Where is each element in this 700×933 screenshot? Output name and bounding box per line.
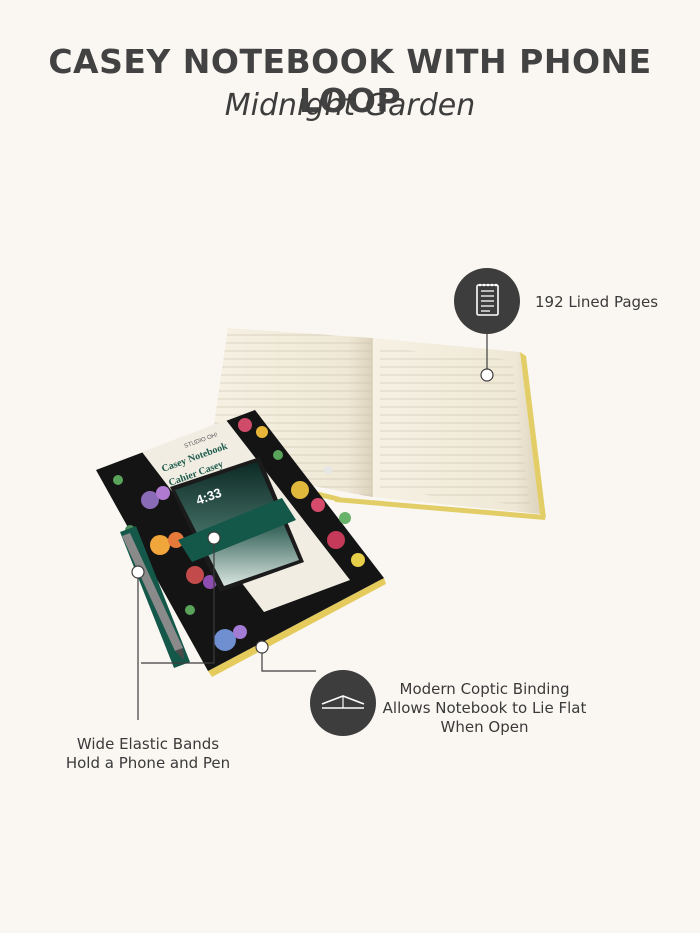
- bands-line-2: Hold a Phone and Pen: [65, 754, 231, 772]
- elastic-band: [178, 498, 296, 562]
- pen: [122, 533, 183, 651]
- pen-loop-marker: [131, 565, 145, 579]
- binding-line-3: When Open: [440, 718, 529, 736]
- floral-pattern: [113, 418, 365, 651]
- binding-line-2: Allows Notebook to Lie Flat: [382, 699, 587, 717]
- band-marker: [207, 531, 221, 545]
- pages-marker: [480, 368, 494, 382]
- binding-callout-text: Modern Coptic Binding Allows Notebook to…: [382, 680, 587, 737]
- bands-line-1: Wide Elastic Bands: [76, 735, 220, 753]
- flat-open-book-icon: [310, 670, 376, 736]
- pages-callout-text: 192 Lined Pages: [535, 293, 659, 311]
- binding-marker: [255, 640, 269, 654]
- lined-notepad-icon: [454, 268, 520, 334]
- bands-callout-text: Wide Elastic Bands Hold a Phone and Pen: [58, 735, 238, 773]
- page-title: CASEY NOTEBOOK WITH PHONE LOOP: [48, 42, 652, 120]
- binding-line-1: Modern Coptic Binding: [399, 680, 570, 698]
- closed-notebook: STUDIO OH! Casey Notebook Cahier Casey 4…: [96, 410, 386, 677]
- open-notebook: [205, 328, 546, 520]
- page-subtitle: Midnight Garden: [224, 88, 476, 123]
